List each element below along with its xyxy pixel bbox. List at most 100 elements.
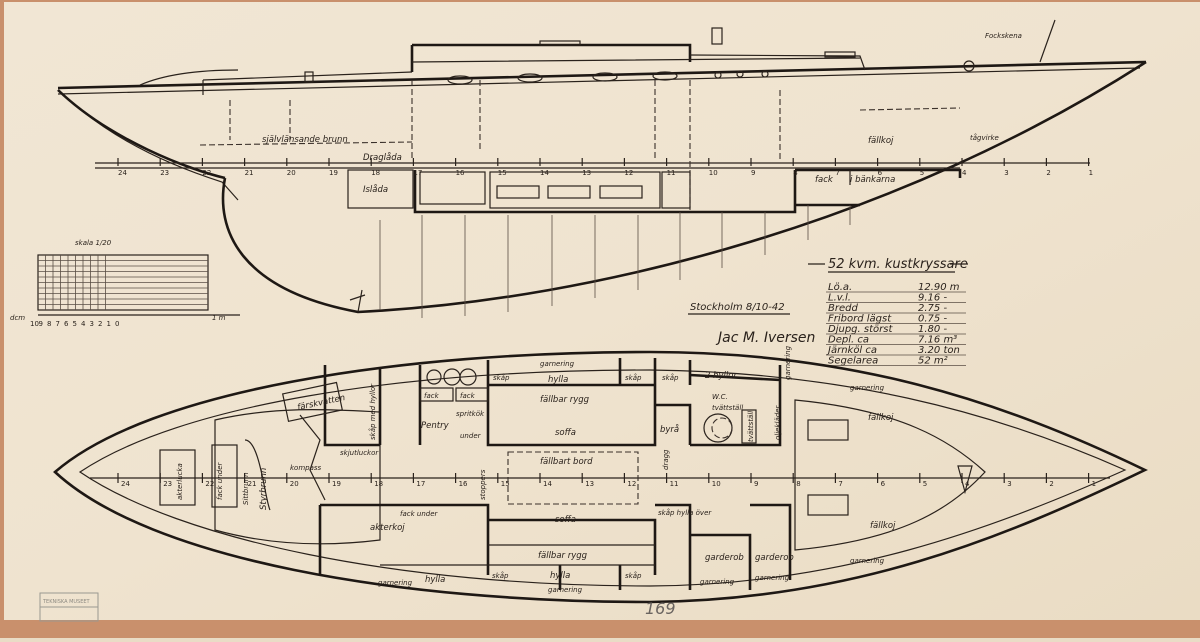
label-garnering-top: garnering <box>540 360 575 368</box>
scale-label: skala 1/20 <box>75 239 112 247</box>
profile-station-number: 16 <box>456 169 465 177</box>
label-hylla-bot-2: hylla <box>550 571 570 581</box>
label-draglada: Draglåda <box>363 152 402 163</box>
label-fallkoj: fällkoj <box>868 136 894 146</box>
profile-station-number: 24 <box>118 169 127 177</box>
title-block: 52 kvm. kustkryssare Stockholm 8/10-42 J… <box>688 257 968 367</box>
plan-station-number: 19 <box>332 480 341 488</box>
plan-station-number: 16 <box>459 480 468 488</box>
spec-label: Lö.a. <box>828 282 852 293</box>
sheet-number: 169 <box>645 599 676 618</box>
scale-tick: 10 <box>30 320 39 328</box>
spec-label: Fribord lägst <box>828 314 892 325</box>
profile-station-number: 1 <box>1089 169 1093 177</box>
spec-label: L.v.l. <box>828 293 851 304</box>
label-wc: W.C. <box>712 393 728 401</box>
plan-station-number: 22 <box>205 480 214 488</box>
label-fallkoj-bot: fällkoj <box>870 521 896 531</box>
plan-station-number: 7 <box>838 480 842 488</box>
profile-station-number: 15 <box>498 169 507 177</box>
plan-station-number: 24 <box>121 480 130 488</box>
spec-value: 52 m² <box>918 356 948 367</box>
place-date: Stockholm 8/10-42 <box>690 302 785 313</box>
label-garnering-r: garnering <box>850 384 885 392</box>
label-hylla-top: hylla <box>548 375 568 385</box>
plan-station-number: 12 <box>627 480 636 488</box>
label-garnering-bm: garnering <box>548 586 583 594</box>
plan-station-number: 23 <box>163 480 172 488</box>
label-skap-3: skåp <box>662 373 679 382</box>
label-soffa-top: soffa <box>555 428 576 438</box>
label-bankarna: i bänkarna <box>850 175 895 185</box>
drawing-title: 52 kvm. kustkryssare <box>828 257 968 272</box>
spec-value: 9.16 - <box>918 293 947 304</box>
label-garnering-b2: garnering <box>755 574 790 582</box>
profile-station-number: 22 <box>202 169 211 177</box>
signature: Jac M. Iversen <box>715 330 815 346</box>
scale-tick: 3 <box>90 320 94 328</box>
label-spritkok: spritkök <box>456 410 485 418</box>
label-fallbart-bord: fällbart bord <box>540 457 593 467</box>
label-garderob-2: garderob <box>755 553 794 563</box>
label-skap-5: skåp <box>625 571 642 580</box>
label-fack-2: fack <box>460 392 476 400</box>
spec-value: 3.20 ton <box>918 345 960 356</box>
label-skap-2: skåp <box>625 373 642 382</box>
label-dragg: dragg <box>662 449 670 470</box>
label-brunn: självlänsande brunn <box>262 135 348 145</box>
profile-station-number: 5 <box>920 169 924 177</box>
plan-station-number: 4 <box>965 480 970 488</box>
plan-station-number: 11 <box>670 480 679 488</box>
hull-keel-line <box>221 60 1147 314</box>
mast-step <box>711 27 723 45</box>
label-fack-under-left: fack under <box>216 461 224 500</box>
label-tagvirke: tågvirke <box>970 133 999 142</box>
label-pentry: Pentry <box>421 421 450 431</box>
sheer-line <box>57 60 1147 90</box>
label-skap-hyllor: skåp med hyllor <box>368 383 377 440</box>
spec-label: Järnköl ca <box>826 345 877 356</box>
plan-station-number: 17 <box>416 480 425 488</box>
label-islada: Islåda <box>363 184 388 195</box>
spec-value: 2.75 - <box>918 303 947 314</box>
label-kompass: kompass <box>290 464 322 472</box>
plan-station-number: 5 <box>923 480 927 488</box>
profile-station-number: 17 <box>413 169 422 177</box>
portholes <box>447 70 769 85</box>
profile-station-number: 3 <box>1004 169 1008 177</box>
label-under: under <box>460 432 482 440</box>
label-skap-1: skåp <box>493 373 510 382</box>
label-sittbrunn: Sittbrunn <box>242 472 250 505</box>
stamp-text: TEKNISKA MUSEET <box>42 599 91 605</box>
scale-tick: 8 <box>47 320 51 328</box>
scale-tick: 0 <box>115 320 119 328</box>
profile-view: självlänsande brunn Draglåda Islåda fäll… <box>57 19 1147 318</box>
hull-outline-plan <box>53 350 1148 604</box>
profile-station-number: 11 <box>667 169 676 177</box>
plan-station-number: 10 <box>712 480 721 488</box>
scale-tick: 4 <box>81 320 86 328</box>
spec-value: 1.80 - <box>918 324 947 335</box>
label-fallkoj-top: fällkoj <box>868 413 894 423</box>
spec-label: Depl. ca <box>828 335 869 346</box>
label-garnering-b1: garnering <box>700 578 735 586</box>
plan-station-number: 15 <box>501 480 510 488</box>
profile-station-number: 2 <box>1046 169 1050 177</box>
label-stoppers: stoppers <box>479 469 487 500</box>
plan-station-number: 13 <box>585 480 594 488</box>
plan-station-number: 9 <box>754 480 758 488</box>
label-byra: byrå <box>660 424 679 435</box>
label-akterkoj: akterkoj <box>370 523 405 533</box>
profile-station-number: 10 <box>709 169 718 177</box>
label-skap-4: skåp <box>492 571 509 580</box>
profile-station-number: 18 <box>371 169 380 177</box>
profile-station-number: 9 <box>751 169 755 177</box>
label-skap-hylla-over: skåp hylla över <box>658 508 712 517</box>
plan-station-number: 2 <box>1049 480 1053 488</box>
spec-label: Segelarea <box>828 356 878 367</box>
